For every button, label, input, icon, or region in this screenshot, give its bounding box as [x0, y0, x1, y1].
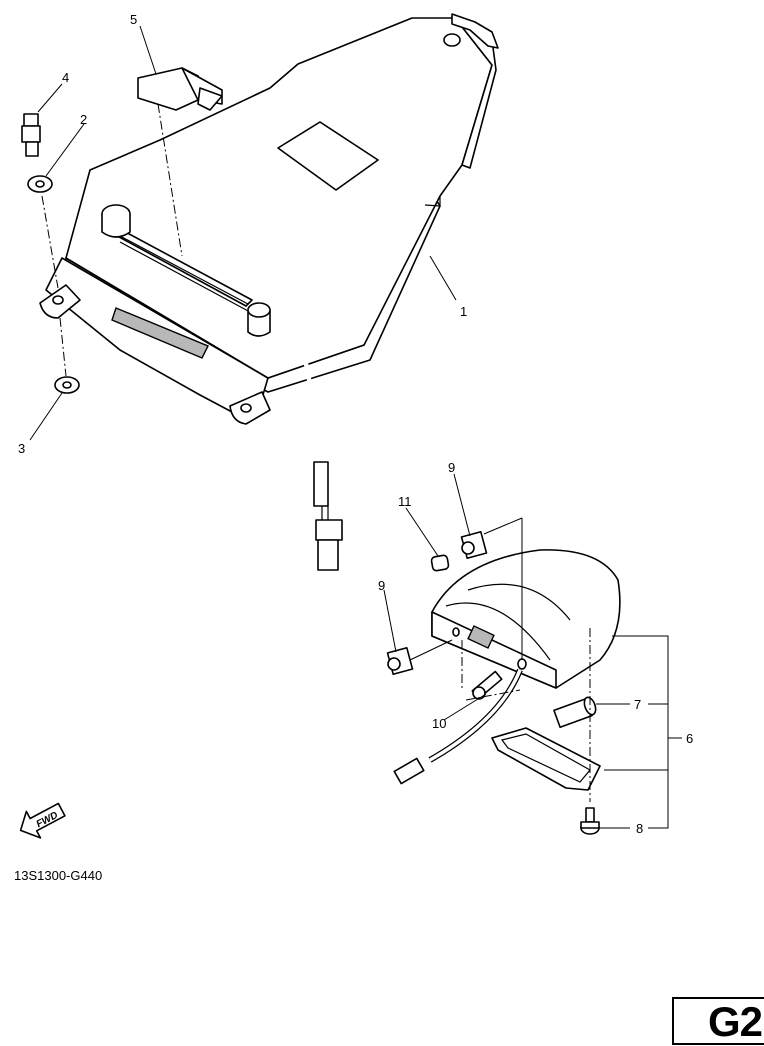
callout-11: 11: [398, 494, 412, 509]
clip-nut-part-9-lower: [386, 646, 414, 676]
connector-part-5: [137, 67, 223, 111]
callout-5: 5: [130, 12, 137, 27]
diagram-code: 13S1300-G440: [14, 868, 103, 883]
cap-part-11: [430, 554, 450, 572]
bulb-part-7: [553, 696, 597, 729]
bolt-part-10: [471, 670, 503, 700]
callout-9-upper: 9: [448, 460, 455, 475]
callout-8: 8: [636, 821, 643, 836]
callout-1: 1: [460, 304, 467, 319]
screw-part-4: [21, 113, 41, 157]
tail-light-assembly-part-6: [393, 549, 621, 791]
callout-2: 2: [80, 112, 87, 127]
screw-part-8: [580, 807, 600, 835]
callout-7: 7: [634, 697, 641, 712]
rear-fender-part-1: [39, 13, 499, 571]
callout-10: 10: [432, 716, 446, 731]
callout-6: 6: [686, 731, 693, 746]
callout-3: 3: [18, 441, 25, 456]
fwd-arrow-icon: FWD: [19, 802, 66, 839]
page-id: G2: [708, 998, 763, 1045]
fwd-label: FWD: [35, 810, 60, 830]
callout-4: 4: [62, 70, 69, 85]
callout-9-lower: 9: [378, 578, 385, 593]
clip-nut-part-9-upper: [460, 530, 488, 560]
